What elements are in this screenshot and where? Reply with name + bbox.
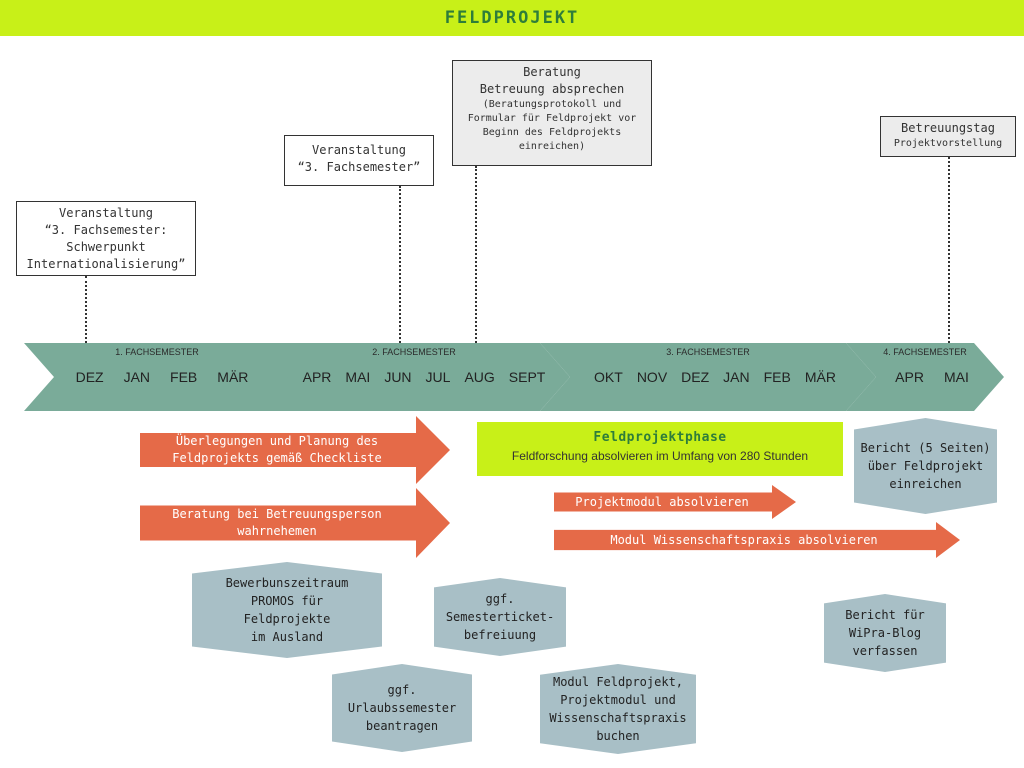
box-line: Veranstaltung xyxy=(59,206,153,220)
note-promos: Bewerbunszeitraum PROMOS für Feldprojekt… xyxy=(192,562,382,658)
month-label: DEZ xyxy=(681,369,710,385)
arrow-wissenschaftspraxis: Modul Wissenschaftspraxis absolvieren xyxy=(554,522,960,558)
month-row: APR MAI JUN JUL AUG SEPT xyxy=(258,369,570,385)
note-line: WiPra-Blog xyxy=(848,626,922,640)
timeline-semester-2: 2. FACHSEMESTER APR MAI JUN JUL AUG SEPT xyxy=(258,343,570,411)
timeline-semester-1: 1. FACHSEMESTER DEZ JAN FEB MÄR xyxy=(24,343,290,411)
note-line: buchen xyxy=(596,729,640,743)
box-line: “3. Fachsemester: xyxy=(44,223,168,237)
note-line: im Ausland xyxy=(250,630,324,644)
box-line: (Beratungsprotokoll und xyxy=(482,99,622,110)
arrow-projektmodul: Projektmodul absolvieren xyxy=(554,485,796,519)
month-label: APR xyxy=(895,369,924,385)
box-line: Internationalisierung” xyxy=(26,257,186,271)
connector-line xyxy=(948,157,950,343)
month-label: MAI xyxy=(345,369,371,385)
box-line: Betreuungstag xyxy=(901,121,995,135)
arrow-line: Beratung bei Betreuungsperson xyxy=(172,507,382,521)
note-line: Modul Feldprojekt, xyxy=(552,675,684,689)
month-label: MAI xyxy=(943,369,969,385)
note-line: Bewerbunszeitraum xyxy=(225,576,349,590)
connector-line xyxy=(85,276,87,343)
header-bar: FELDPROJEKT xyxy=(0,0,1024,36)
box-line: Beginn des Feldprojekts xyxy=(482,127,622,138)
box-beratung: Beratung Betreuung absprechen (Beratungs… xyxy=(452,60,652,166)
note-line: Feldprojekte xyxy=(243,612,331,626)
note-line: Wissenschaftspraxis xyxy=(549,711,687,725)
box-line: Projektvorstellung xyxy=(893,138,1003,149)
phase-title: Feldprojektphase xyxy=(593,430,727,445)
month-label: FEB xyxy=(170,369,198,385)
semester-label: 2. FACHSEMESTER xyxy=(372,347,456,357)
month-label: JAN xyxy=(123,369,151,385)
arrow-line: Überlegungen und Planung des xyxy=(175,434,379,448)
month-label: FEB xyxy=(763,369,791,385)
box-line: Formular für Feldprojekt vor xyxy=(467,113,637,124)
note-line: beantragen xyxy=(365,719,439,733)
arrow-line: Projektmodul absolvieren xyxy=(575,494,749,509)
note-bericht-einreichen: Bericht (5 Seiten) über Feldprojekt einr… xyxy=(854,418,997,514)
feldprojektphase-box: Feldprojektphase Feldforschung absolvier… xyxy=(477,422,843,476)
month-label: DEZ xyxy=(75,369,104,385)
box-veranstaltung-3-fachsemester: Veranstaltung “3. Fachsemester” xyxy=(284,135,434,186)
note-urlaubssemester: ggf. Urlaubssemester beantragen xyxy=(332,664,472,752)
note-line: Bericht für xyxy=(845,608,925,622)
box-line: Betreuung absprechen xyxy=(479,82,625,96)
month-row: OKT NOV DEZ JAN FEB MÄR xyxy=(540,369,876,385)
box-line: Veranstaltung xyxy=(312,143,406,157)
arrow-line: Modul Wissenschaftspraxis absolvieren xyxy=(610,532,878,547)
note-line: einreichen xyxy=(889,477,962,491)
month-label: MÄR xyxy=(217,369,249,385)
semester-label: 4. FACHSEMESTER xyxy=(883,347,967,357)
arrow-beratung: Beratung bei Betreuungsperson wahrneheme… xyxy=(140,488,450,558)
semester-label: 1. FACHSEMESTER xyxy=(115,347,199,357)
note-semesterticket: ggf. Semesterticket- befreiuung xyxy=(434,578,566,656)
note-line: befreiuung xyxy=(463,628,537,642)
page-title: FELDPROJEKT xyxy=(444,8,580,28)
arrow-planung: Überlegungen und Planung des Feldprojekt… xyxy=(140,416,450,484)
note-line: PROMOS für xyxy=(250,594,324,608)
note-line: Urlaubssemester xyxy=(347,701,457,715)
month-label: JUN xyxy=(384,369,412,385)
note-line: verfassen xyxy=(852,644,918,658)
note-line: Projektmodul und xyxy=(560,693,676,707)
note-line: über Feldprojekt xyxy=(867,459,984,473)
box-line: Schwerpunkt xyxy=(66,240,146,254)
arrow-line: wahrnehemen xyxy=(237,524,317,538)
box-veranstaltung-schwerpunkt: Veranstaltung “3. Fachsemester: Schwerpu… xyxy=(16,201,196,276)
connector-line xyxy=(399,186,401,343)
timeline-semester-3: 3. FACHSEMESTER OKT NOV DEZ JAN FEB MÄR xyxy=(540,343,876,411)
arrow-line: Feldprojekts gemäß Checkliste xyxy=(172,451,382,465)
month-label: SEPT xyxy=(508,369,546,385)
note-modul-buchen: Modul Feldprojekt, Projektmodul und Wiss… xyxy=(540,664,696,754)
note-line: ggf. xyxy=(387,683,417,697)
note-line: Semesterticket- xyxy=(445,610,555,624)
box-line: Beratung xyxy=(523,65,581,79)
note-wipra-blog: Bericht für WiPra-Blog verfassen xyxy=(824,594,946,672)
box-line: “3. Fachsemester” xyxy=(297,160,421,174)
month-label: OKT xyxy=(594,369,623,385)
semester-label: 3. FACHSEMESTER xyxy=(666,347,750,357)
month-label: MÄR xyxy=(804,369,836,385)
month-label: APR xyxy=(302,369,332,385)
box-line: einreichen) xyxy=(518,141,586,152)
month-label: AUG xyxy=(464,369,495,385)
box-betreuungstag: Betreuungstag Projektvorstellung xyxy=(880,116,1016,157)
month-label: NOV xyxy=(636,369,668,385)
month-label: JUL xyxy=(425,369,451,385)
month-label: JAN xyxy=(723,369,750,385)
month-row: DEZ JAN FEB MÄR xyxy=(24,369,290,385)
phase-subtitle: Feldforschung absolvieren im Umfang von … xyxy=(511,449,809,463)
note-line: ggf. xyxy=(485,592,515,606)
connector-line xyxy=(475,166,477,343)
month-row: APR MAI xyxy=(846,369,1004,385)
note-line: Bericht (5 Seiten) xyxy=(860,441,991,455)
